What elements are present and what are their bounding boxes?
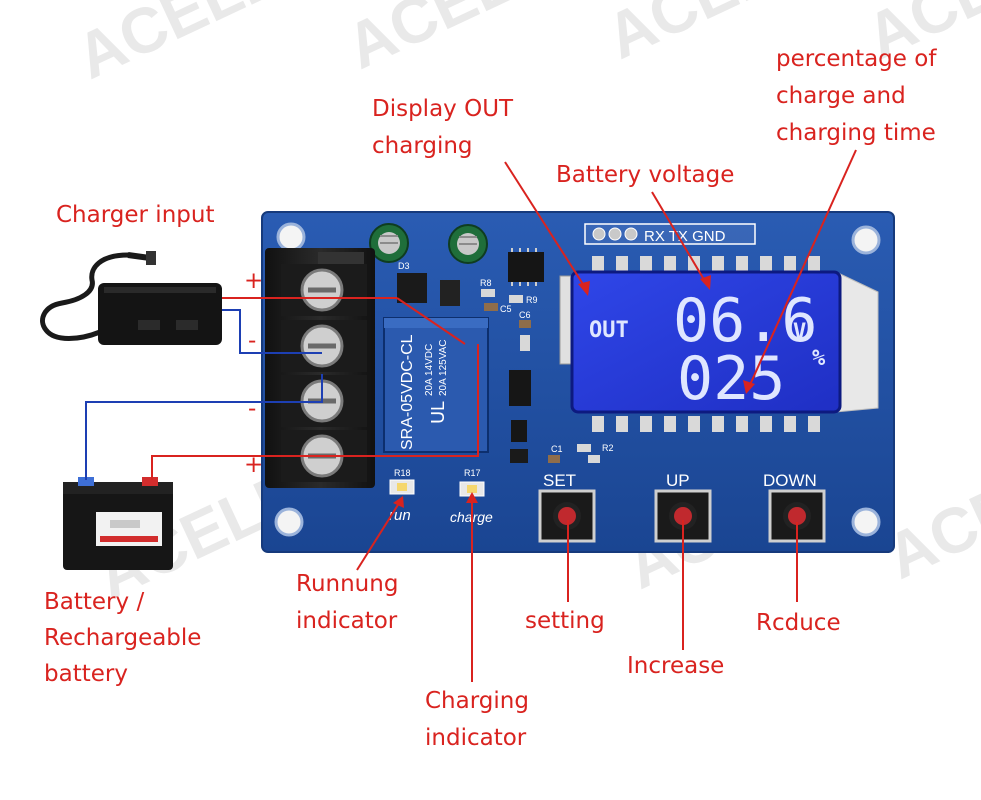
ref-r8: R8 bbox=[480, 278, 492, 288]
wiring bbox=[85, 297, 479, 480]
lcd-pins-bottom bbox=[592, 416, 820, 432]
relay-positive-wire bbox=[396, 297, 466, 345]
pcb-board: RX TX GND D3 R8 R9 C5 C6 R2 bbox=[261, 211, 895, 553]
smd-components: D3 R8 R9 C5 C6 R2 C1 bbox=[397, 261, 614, 463]
down-button-label: DOWN bbox=[763, 471, 817, 490]
leader-lines bbox=[356, 149, 857, 682]
percentage-label-line3: charging time bbox=[776, 120, 936, 146]
running-indicator-leader bbox=[356, 499, 402, 571]
percentage-label-line2: charge and bbox=[776, 83, 906, 109]
set-button[interactable]: SET bbox=[538, 471, 596, 543]
running-indicator-label-line2: indicator bbox=[296, 608, 398, 634]
ref-r18: R18 bbox=[394, 468, 411, 478]
charger-positive-sign: + bbox=[244, 268, 263, 294]
reduce-label: Rcduce bbox=[756, 610, 841, 636]
charging-indicator-label-line1: Charging bbox=[425, 688, 529, 714]
lcd-out-label: OUT bbox=[589, 318, 629, 343]
charger-negative-sign: - bbox=[248, 328, 256, 354]
up-button-label: UP bbox=[666, 471, 690, 490]
watermark: ACELEX bbox=[335, 0, 601, 83]
ul-mark: ᑌL bbox=[428, 401, 448, 424]
battery-negative-wire bbox=[85, 374, 323, 480]
charger-adapter bbox=[40, 251, 222, 345]
terminal-block bbox=[265, 248, 375, 488]
battery-icon bbox=[63, 477, 173, 570]
lcd-module: OUT 06.6 V 025 % bbox=[559, 256, 879, 432]
ic-chip bbox=[508, 248, 544, 286]
lcd-percent-value: 025 bbox=[677, 344, 785, 414]
battery-negative-sign: - bbox=[248, 396, 256, 422]
header-label: RX TX GND bbox=[644, 228, 726, 245]
setting-label: setting bbox=[525, 608, 605, 634]
terminal-screw bbox=[281, 320, 367, 372]
serial-header: RX TX GND bbox=[584, 223, 756, 245]
watermark: ACELEX bbox=[65, 0, 331, 93]
lcd-voltage-value: 06.6 bbox=[673, 286, 818, 356]
battery-voltage-label: Battery voltage bbox=[556, 162, 734, 188]
relay-model: SRA-05VDC-CL bbox=[399, 334, 416, 450]
ref-r17: R17 bbox=[464, 468, 481, 478]
battery-label-line3: battery bbox=[44, 661, 128, 687]
mounting-hole bbox=[851, 225, 881, 255]
battery-label-line2: Rechargeable bbox=[44, 625, 201, 651]
lcd-percent-unit: % bbox=[812, 346, 826, 371]
increase-label: Increase bbox=[627, 653, 724, 679]
ref-c1: C1 bbox=[551, 444, 563, 454]
percentage-label-line1: percentage of bbox=[776, 46, 937, 72]
electrolytic-capacitor bbox=[369, 223, 409, 263]
percentage-leader bbox=[748, 149, 857, 388]
relay-rating-ac: 20A 125VAC bbox=[438, 339, 449, 396]
relay-rating-dc: 20A 14VDC bbox=[424, 344, 435, 396]
ref-d3: D3 bbox=[398, 261, 410, 271]
display-out-label-line1: Display OUT bbox=[372, 96, 514, 122]
ref-c5: C5 bbox=[500, 304, 512, 314]
run-led: R18 run bbox=[389, 468, 415, 524]
set-button-label: SET bbox=[543, 471, 576, 490]
relay-return-wire bbox=[322, 344, 479, 457]
display-out-leader bbox=[504, 161, 589, 293]
down-button[interactable]: DOWN bbox=[763, 471, 826, 543]
terminal-screw bbox=[281, 264, 367, 316]
display-out-label-line2: charging bbox=[372, 133, 473, 159]
ref-r9: R9 bbox=[526, 295, 538, 305]
mounting-hole bbox=[276, 222, 306, 252]
ref-c6: C6 bbox=[519, 310, 531, 320]
running-indicator-label-line1: Runnung bbox=[296, 571, 398, 597]
electrolytic-capacitor bbox=[448, 224, 488, 264]
mounting-hole bbox=[851, 507, 881, 537]
mounting-hole bbox=[274, 507, 304, 537]
charging-indicator-label-line2: indicator bbox=[425, 725, 527, 751]
battery-voltage-leader bbox=[651, 191, 707, 284]
relay: SRA-05VDC-CL 20A 14VDC 20A 125VAC ᑌL bbox=[383, 317, 489, 453]
battery-positive-wire bbox=[151, 455, 322, 480]
charger-input-label: Charger input bbox=[56, 202, 214, 228]
charger-negative-wire bbox=[222, 309, 322, 354]
ref-r2: R2 bbox=[602, 443, 614, 453]
battery-positive-sign: + bbox=[244, 452, 263, 478]
lcd-voltage-unit: V bbox=[793, 320, 806, 345]
battery-label-line1: Battery / bbox=[44, 589, 144, 615]
